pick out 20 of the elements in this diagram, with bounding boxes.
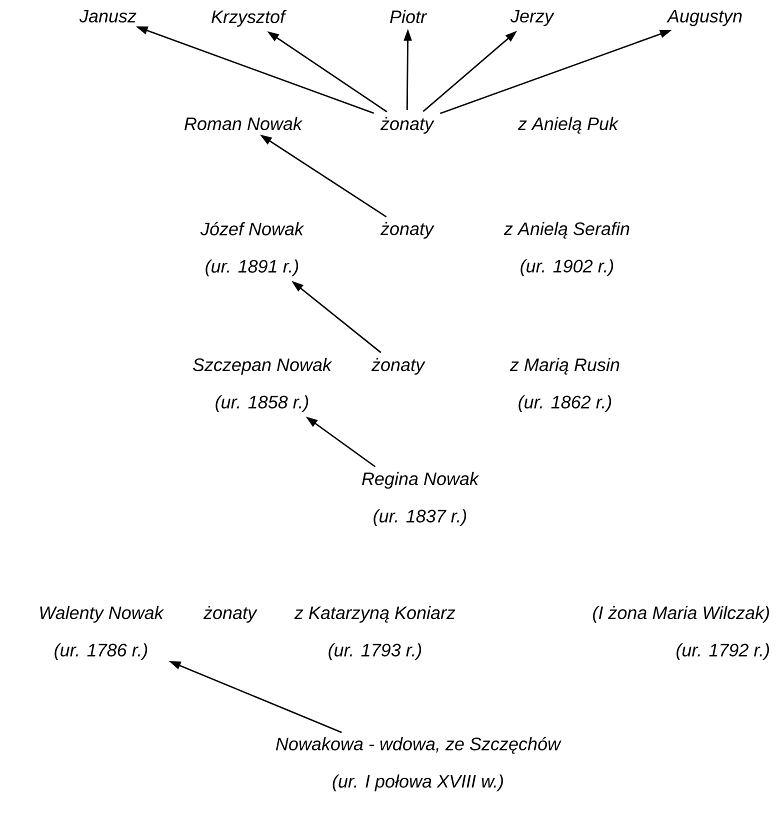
name-text: Augustyn (666, 10, 742, 26)
name-text: Janusz (79, 10, 136, 22)
name-text: żonaty (380, 222, 434, 239)
name-text: Piotr (390, 10, 428, 24)
name-text: Walenty Nowak (ur. 1786 r.) (40, 606, 164, 660)
name-text: żonaty (203, 606, 258, 623)
name-text: Józef Nowak (ur. 1891 r.) (200, 222, 304, 276)
name-text: Nowakowa - wdowa, ze Szczęchów (ur. I połowa XVIII w.) (276, 736, 562, 792)
name-text: z Anielą Serafin (ur. 1902 r.) (504, 222, 630, 276)
name-text: z Katarzyną Koniarz (ur. 1793 r.) (294, 606, 456, 660)
name-text: Krzysztof (212, 10, 287, 27)
name-text: z Anielą Puk (518, 116, 619, 134)
name-text: żonaty (371, 358, 426, 375)
name-text: Jerzy (510, 10, 554, 26)
name-text: (I żona Maria Wilczak) (ur. 1792 r.) (593, 606, 769, 660)
name-text: żonaty (380, 116, 434, 134)
name-text: z Marią Rusin (ur. 1862 r.) (510, 358, 620, 412)
name-text: Roman Nowak (184, 116, 303, 130)
name-text: Regina Nowak (ur. 1837 r.) (362, 472, 480, 526)
name-text: Szczepan Nowak (ur. 1858 r.) (192, 358, 332, 412)
